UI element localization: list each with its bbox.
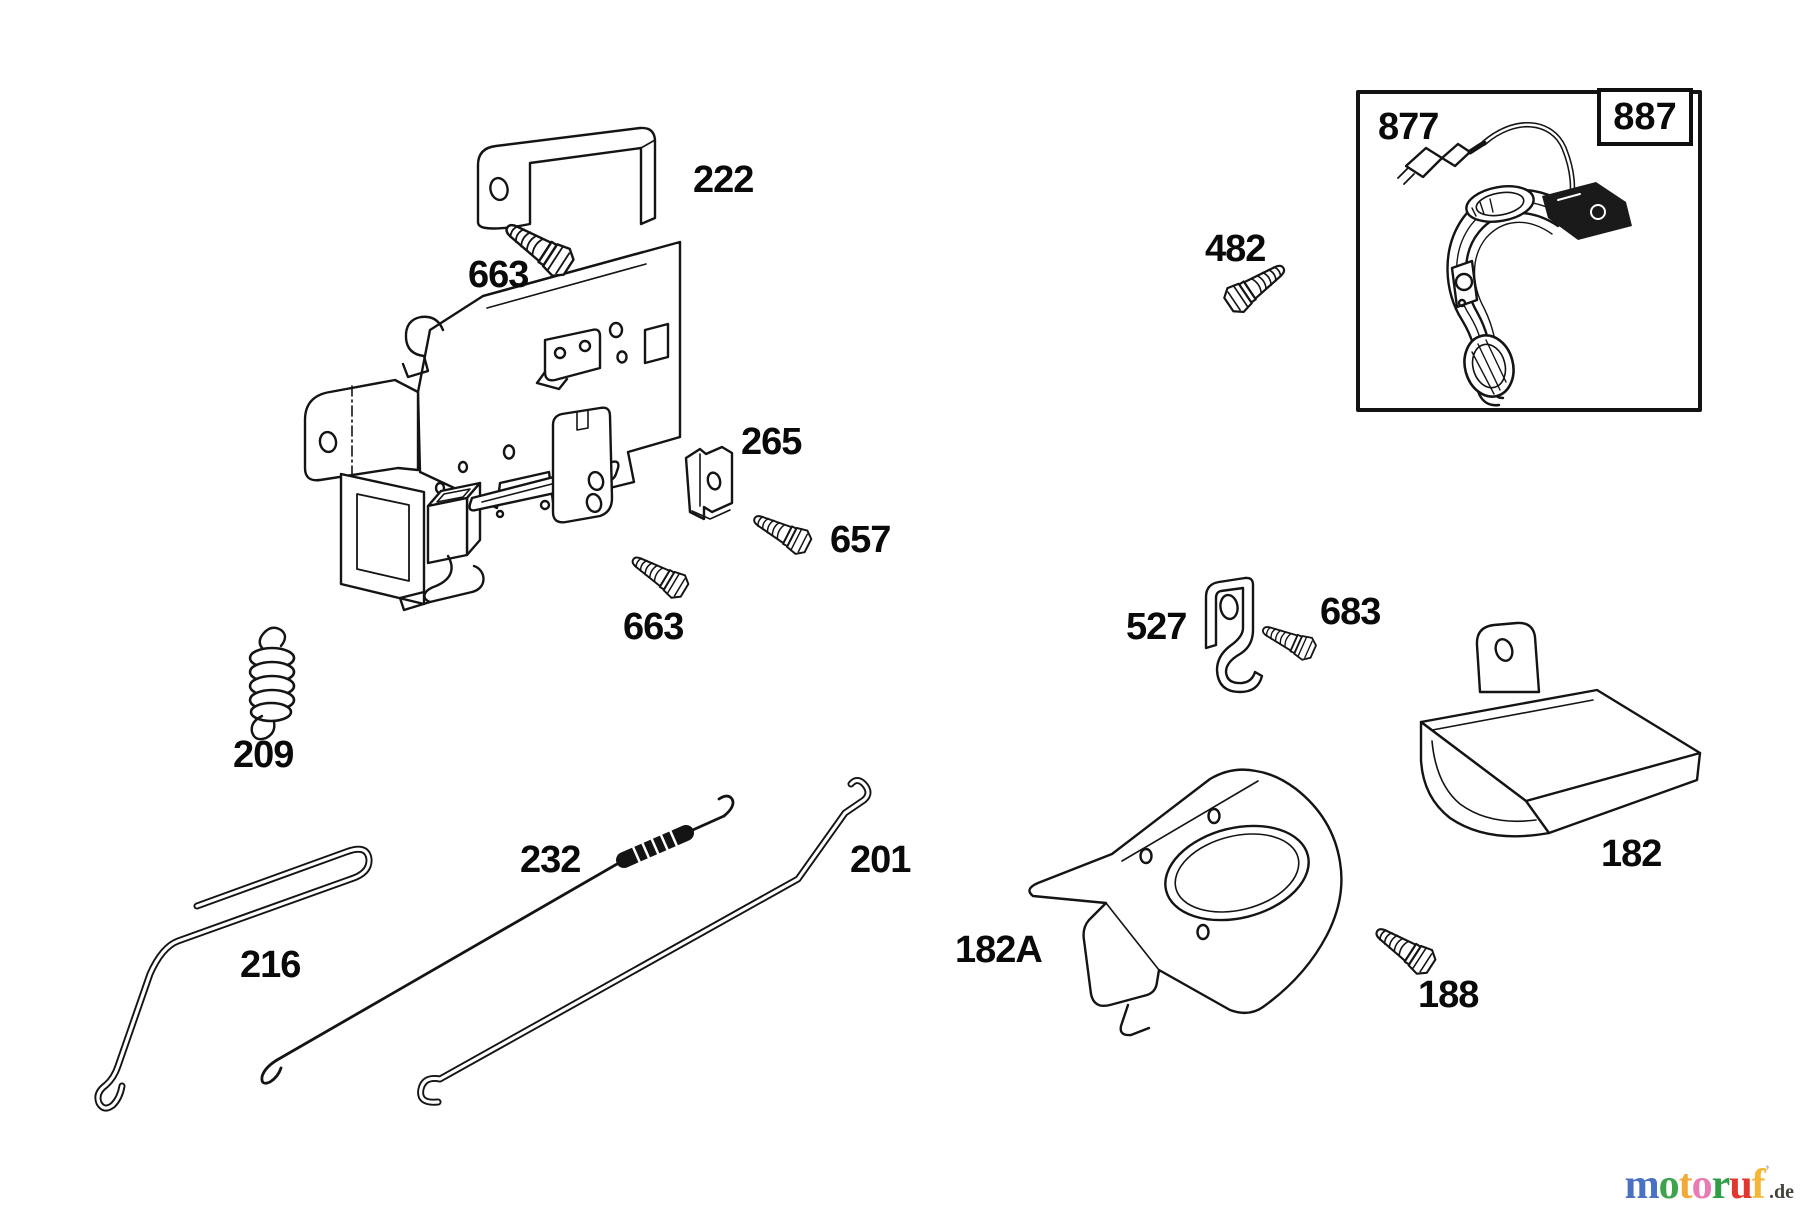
part-label-877: 877 <box>1378 106 1439 148</box>
logo-word: motoruf <box>1624 1162 1766 1208</box>
part-label-265: 265 <box>741 421 802 463</box>
part-label-209: 209 <box>233 734 294 776</box>
part-label-663-mid: 663 <box>623 606 684 648</box>
bolt-683 <box>1257 617 1320 664</box>
part-label-222: 222 <box>693 159 754 201</box>
bolt-663-mid <box>625 547 693 603</box>
motoruf-logo[interactable]: motoruf’.de <box>1624 1162 1794 1208</box>
ignition-armature-877 <box>1397 121 1632 407</box>
logo-letter: o <box>1658 1162 1680 1208</box>
logo-mark: ’ <box>1764 1163 1770 1180</box>
inset-tag: 887 <box>1597 88 1693 146</box>
part-label-182A: 182A <box>955 929 1043 971</box>
throttle-rod-201 <box>417 777 872 1106</box>
logo-suffix: .de <box>1769 1181 1794 1203</box>
clip-265 <box>684 445 734 521</box>
bolt-188 <box>1368 918 1440 980</box>
part-label-683: 683 <box>1320 591 1381 633</box>
part-label-663-top: 663 <box>468 254 529 296</box>
logo-letter: f <box>1751 1162 1766 1208</box>
logo-letter: m <box>1624 1162 1660 1208</box>
part-label-232: 232 <box>520 839 581 881</box>
control-plate-182A <box>1028 768 1343 1037</box>
part-label-527: 527 <box>1126 606 1187 648</box>
logo-letter: r <box>1711 1162 1731 1208</box>
part-label-657: 657 <box>830 519 891 561</box>
inset-box-887 <box>1356 90 1702 412</box>
clip-527 <box>1204 576 1264 694</box>
part-label-482: 482 <box>1205 228 1266 270</box>
logo-letter: t <box>1678 1162 1693 1208</box>
part-label-216: 216 <box>240 944 301 986</box>
part-label-182: 182 <box>1601 833 1662 875</box>
logo-letter: u <box>1729 1162 1752 1208</box>
rod-216 <box>94 845 373 1112</box>
control-bracket-222 <box>303 126 682 612</box>
cover-182 <box>1419 621 1702 838</box>
part-label-188: 188 <box>1418 974 1479 1016</box>
governor-link-232 <box>260 794 735 1085</box>
logo-letter: o <box>1691 1162 1713 1208</box>
spring-209 <box>248 626 296 741</box>
bolt-657 <box>747 505 815 559</box>
part-label-201: 201 <box>850 839 911 881</box>
